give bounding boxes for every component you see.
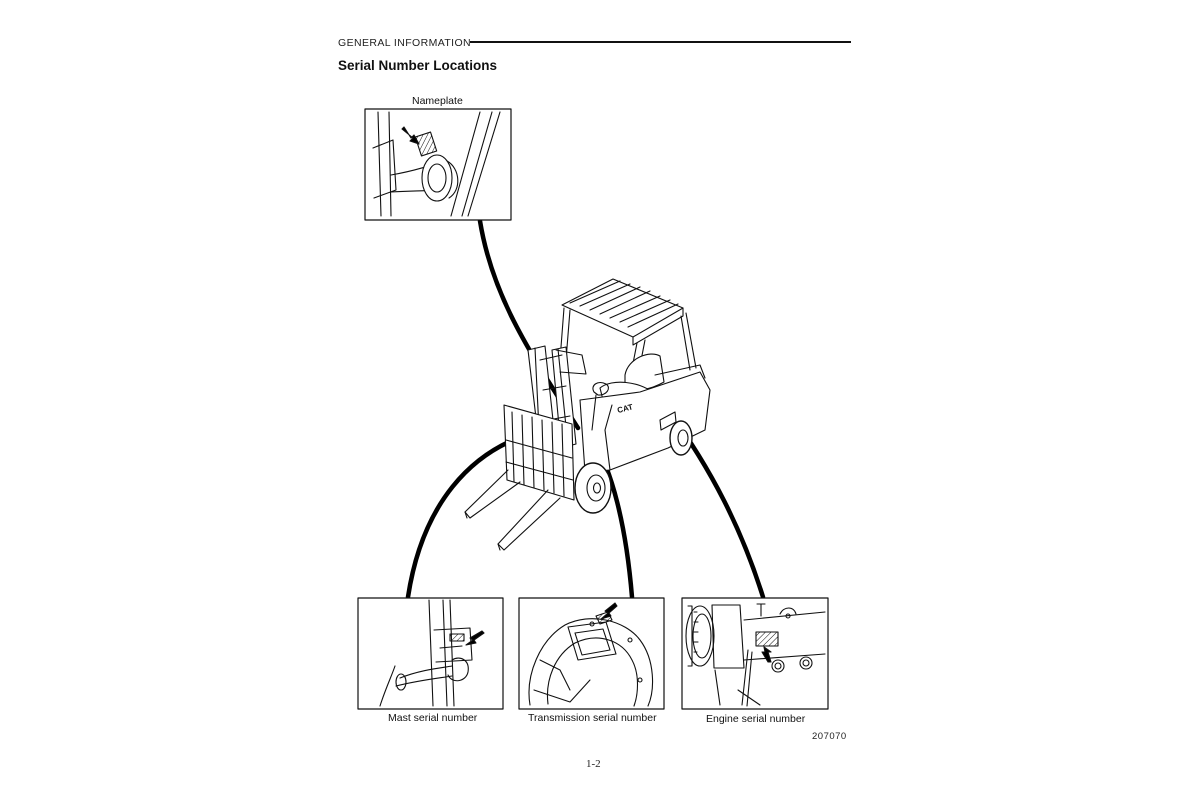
engine-arrow-icon [761, 646, 772, 663]
transmission-arrow-icon [600, 602, 618, 620]
callout-engine-label: Engine serial number [706, 713, 806, 725]
engine-serial-plate [755, 631, 779, 647]
page-title: Serial Number Locations [338, 58, 498, 73]
transmission-serial-inset [518, 597, 665, 710]
section-header: GENERAL INFORMATION [338, 37, 472, 49]
callout-transmission-label: Transmission serial number [528, 712, 657, 724]
engine-serial-inset [681, 597, 829, 710]
page-number: 1-2 [586, 758, 601, 770]
callout-mast-label: Mast serial number [388, 712, 478, 724]
header-rule [470, 41, 851, 43]
callout-nameplate-label: Nameplate [412, 95, 463, 107]
truck-badge: CAT [616, 402, 634, 415]
forklift-drawing: CAT [464, 278, 711, 551]
mast-arrow-icon [465, 630, 485, 646]
nameplate-inset [364, 108, 512, 221]
nameplate-plate [414, 131, 438, 157]
figure-number: 207070 [812, 731, 847, 742]
mast-serial-plate [449, 633, 465, 642]
mast-serial-inset [357, 597, 504, 710]
nameplate-arrow-icon [401, 126, 420, 145]
